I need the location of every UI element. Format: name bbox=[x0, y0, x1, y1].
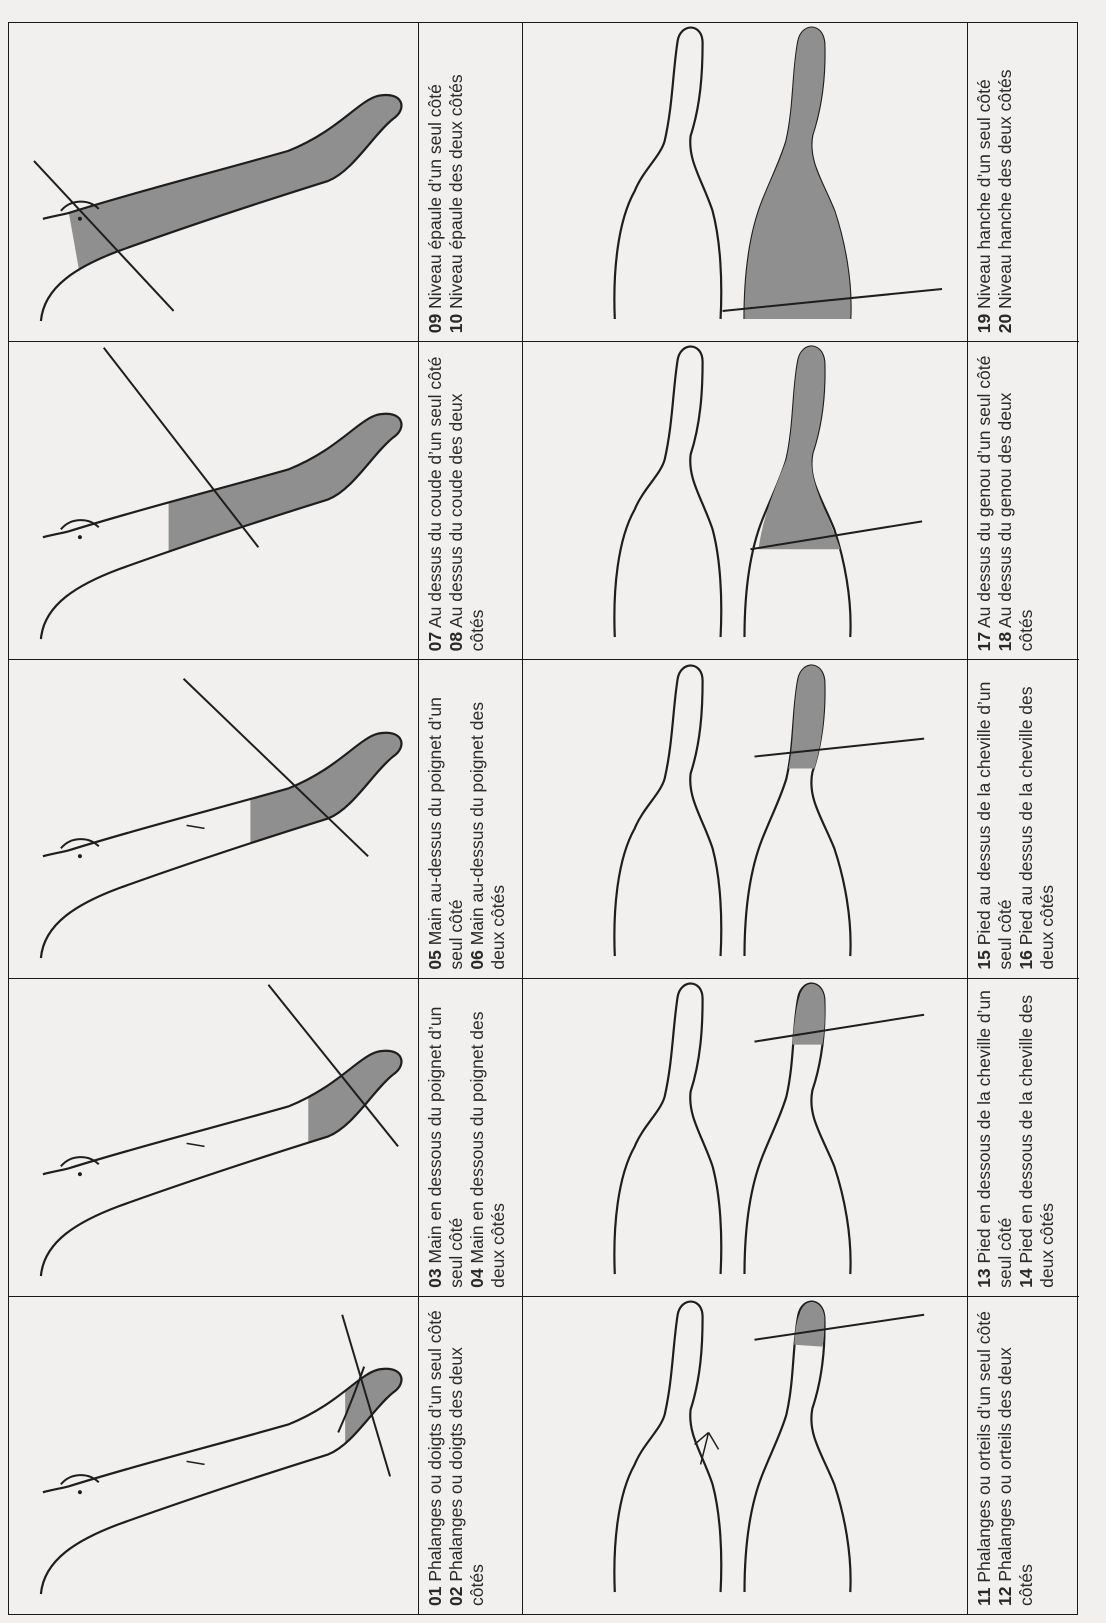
caption-15-16: 15 Pied au dessus de la cheville d’un se… bbox=[968, 659, 1079, 977]
svg-text:•: • bbox=[73, 1488, 89, 1496]
caption-13-14: 13 Pied en dessous de la cheville d’un s… bbox=[968, 978, 1079, 1296]
caption-07-08: 07 Au dessus du coude d’un seul côté 08 … bbox=[419, 341, 523, 659]
caption-03-04: 03 Main en dessous du poignet d’un seul … bbox=[419, 978, 523, 1296]
amputation-level-table: • • • bbox=[8, 22, 1078, 1615]
cut-line bbox=[754, 738, 924, 756]
arm-illustration-09-10: • bbox=[9, 23, 419, 341]
arm-illustration-03-04: • bbox=[9, 978, 419, 1296]
leg-illustration-13-14 bbox=[523, 978, 968, 1296]
leg-illustration-11-12 bbox=[523, 1296, 968, 1614]
svg-text:•: • bbox=[73, 852, 89, 860]
cut-line bbox=[754, 1015, 924, 1042]
leg-illustration-19-20 bbox=[523, 23, 968, 341]
caption-01-02: 01 Phalanges ou doigts d’un seul côté 02… bbox=[419, 1296, 523, 1614]
leg-illustration-15-16 bbox=[523, 659, 968, 977]
cut-line bbox=[754, 1315, 924, 1340]
caption-17-18: 17 Au dessus du genou d’un seul côté 18 … bbox=[968, 341, 1079, 659]
svg-text:•: • bbox=[73, 1170, 89, 1178]
caption-11-12: 11 Phalanges ou orteils d’un seul côté 1… bbox=[968, 1296, 1079, 1614]
caption-05-06: 05 Main au-dessus du poignet d’un seul c… bbox=[419, 659, 523, 977]
arm-illustration-07-08: • bbox=[9, 341, 419, 659]
leg-illustration-17-18 bbox=[523, 341, 968, 659]
svg-text:•: • bbox=[73, 533, 89, 541]
caption-09-10: 09 Niveau épaule d’un seul côté 10 Nivea… bbox=[419, 23, 523, 341]
arm-illustration-01-02: • bbox=[9, 1296, 419, 1614]
caption-19-20: 19 Niveau hanche d’un seul côté 20 Nivea… bbox=[968, 23, 1079, 341]
leg-shading bbox=[794, 1302, 824, 1347]
arm-illustration-05-06: • bbox=[9, 659, 419, 977]
arm-shading bbox=[69, 1369, 402, 1524]
